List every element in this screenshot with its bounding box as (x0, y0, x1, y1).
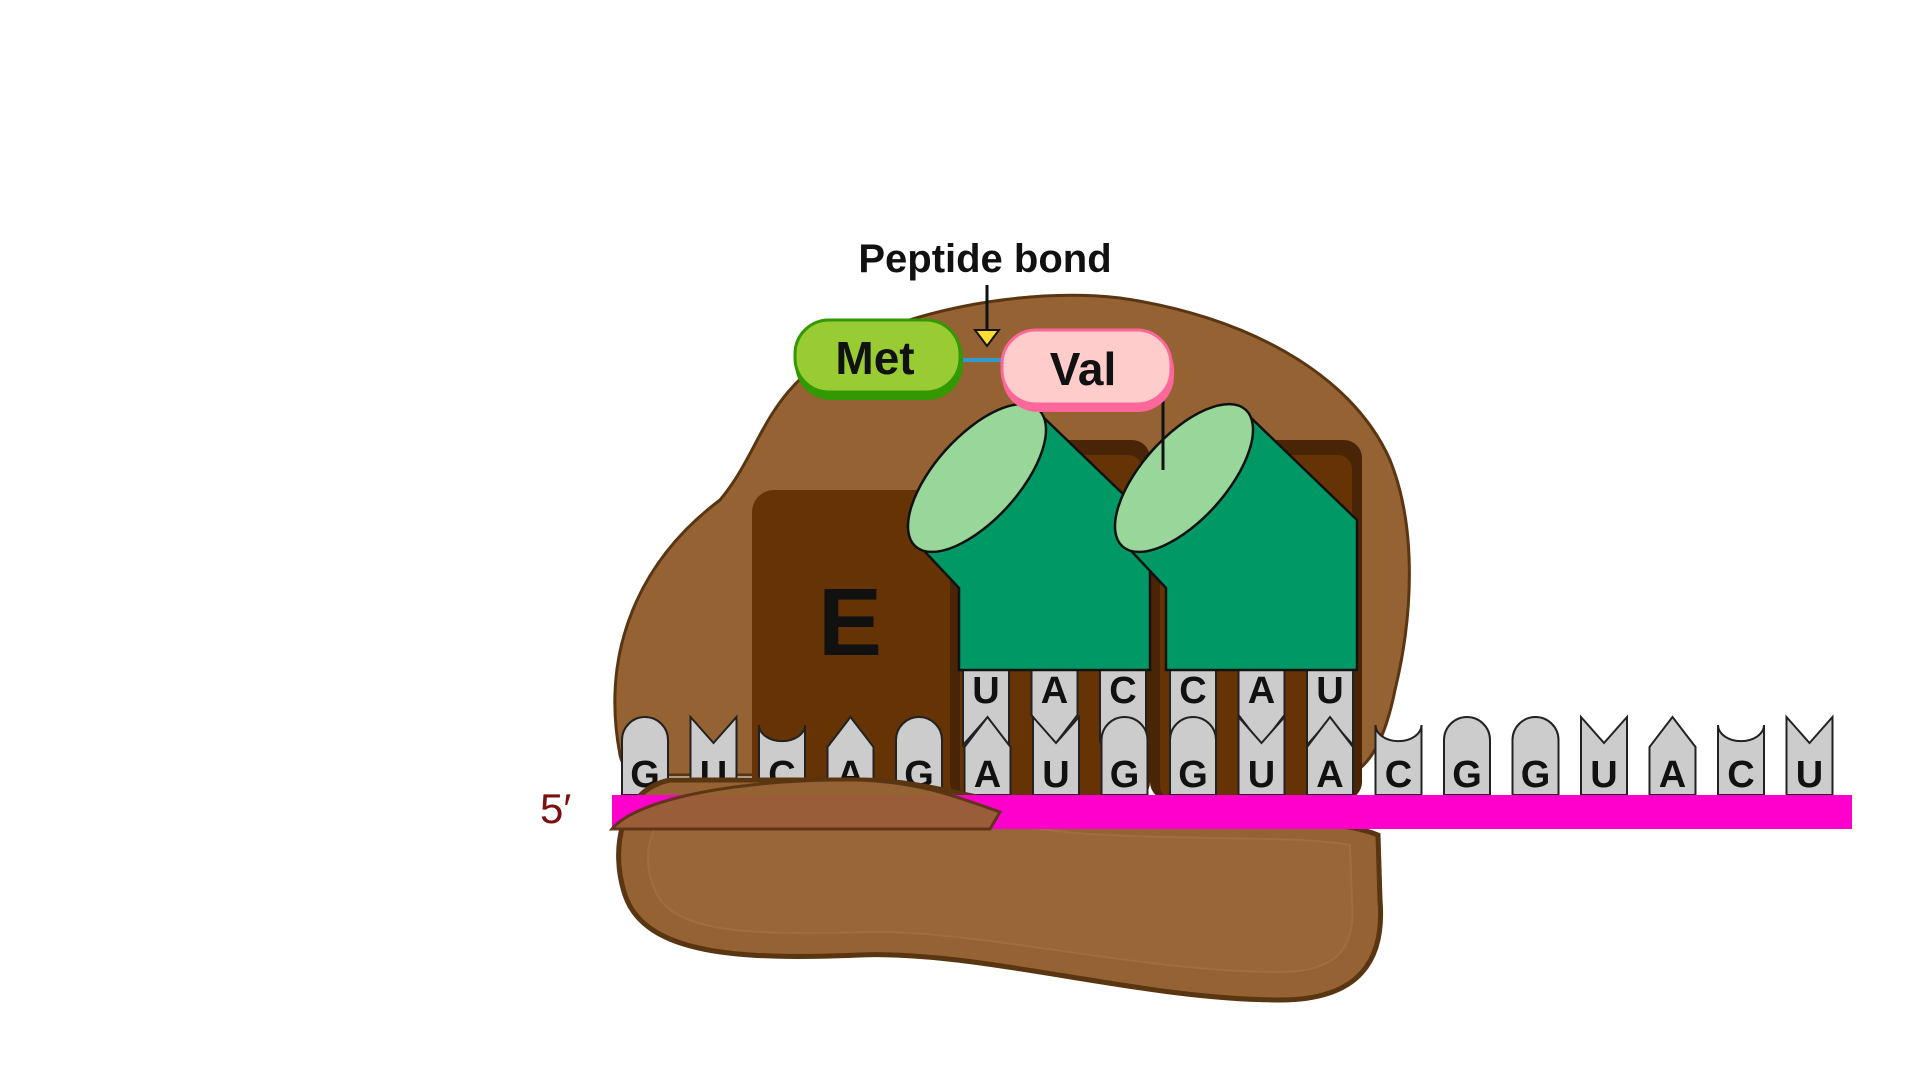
mrna-base-10: U (1237, 714, 1286, 796)
svg-text:Val: Val (1050, 343, 1117, 395)
mrna-base-15: U (1580, 714, 1628, 796)
svg-text:C: C (1727, 754, 1754, 796)
mrna-base-7: U (1032, 714, 1080, 796)
mrna-base-14: G (1511, 716, 1560, 796)
anticodon-base-2-2: A (1237, 664, 1286, 747)
svg-text:C: C (1109, 670, 1136, 712)
svg-text:G: G (1110, 754, 1140, 796)
svg-text:U: U (1316, 670, 1343, 712)
svg-text:G: G (1178, 754, 1208, 796)
mrna-base-17: C (1717, 724, 1765, 796)
svg-text:U: U (972, 670, 999, 712)
svg-text:A: A (1041, 670, 1068, 712)
e-site-label: E (818, 569, 882, 676)
mrna-base-6: A (963, 715, 1012, 796)
peptide-bond-arrow-head (973, 329, 1001, 348)
mrna-base-16: A (1648, 715, 1697, 796)
svg-text:C: C (1385, 754, 1412, 796)
svg-text:C: C (1179, 670, 1206, 712)
mrna-base-13: G (1443, 716, 1491, 796)
small-subunit-lip (608, 778, 1003, 831)
svg-text:U: U (1590, 754, 1617, 796)
mrna-base-11: A (1306, 715, 1354, 796)
svg-text:G: G (1521, 754, 1551, 796)
svg-text:A: A (1248, 670, 1275, 712)
peptide-bond-label: Peptide bond (858, 237, 1111, 281)
svg-text:Met: Met (835, 332, 914, 384)
svg-text:A: A (1316, 754, 1343, 796)
mrna-base-8: G (1100, 716, 1149, 796)
svg-text:U: U (1248, 754, 1275, 796)
mrna-base-12: C (1374, 724, 1423, 796)
svg-text:G: G (1452, 754, 1482, 796)
met-amino-acid: Met (793, 318, 963, 400)
mrna-base-9: G (1169, 716, 1217, 796)
five-prime-label: 5′ (540, 785, 571, 832)
val-amino-acid: Val (1000, 328, 1174, 412)
svg-text:A: A (974, 754, 1001, 796)
svg-text:U: U (1796, 754, 1823, 796)
mrna-base-18: U (1785, 714, 1834, 796)
svg-text:A: A (1659, 754, 1686, 796)
anticodon-base-1-2: A (1030, 664, 1079, 747)
svg-text:U: U (1042, 754, 1069, 796)
small-subunit-inner (647, 799, 1354, 974)
